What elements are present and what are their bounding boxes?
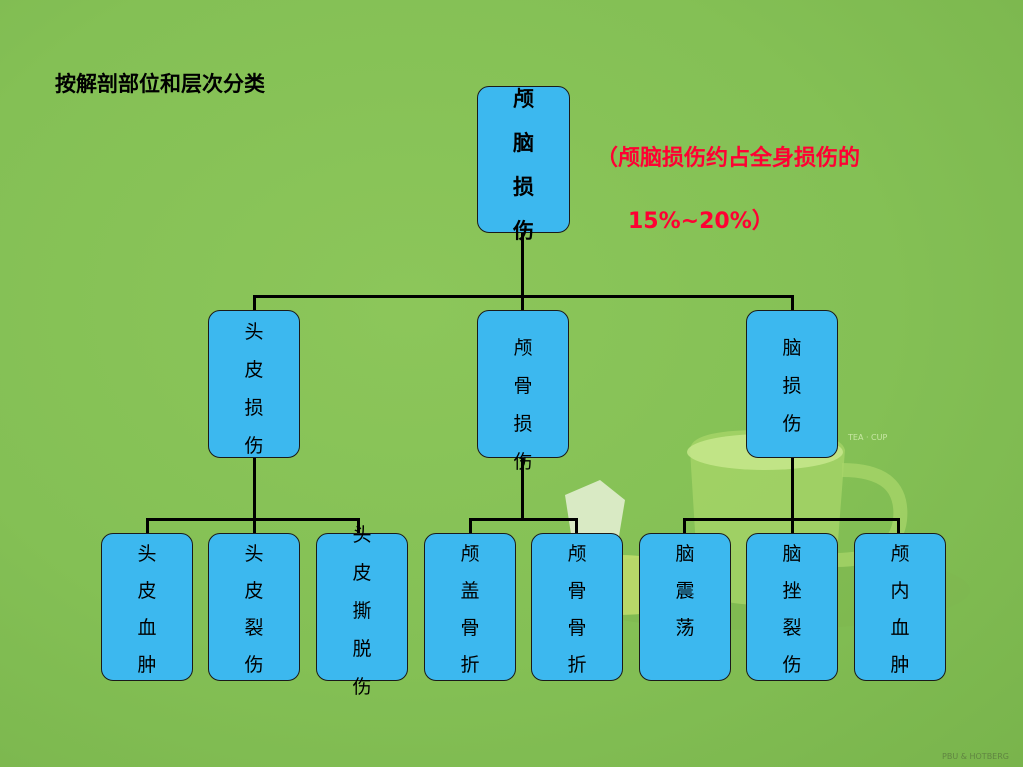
node-char: 颅: [513, 337, 533, 359]
node-char: 折: [567, 654, 587, 676]
node-char: 骨: [513, 375, 533, 397]
node-char: 颅: [513, 87, 534, 111]
node-char: 伤: [513, 219, 534, 243]
node-char: 头: [244, 543, 264, 565]
node-char: 伤: [244, 435, 264, 457]
connector-root-down: [521, 232, 524, 297]
node-concussion: 脑 震 荡: [639, 533, 731, 681]
node-brain-injury: 脑 损 伤: [746, 310, 838, 458]
node-char: 损: [244, 397, 264, 419]
node-char: 裂: [244, 617, 264, 639]
node-craniocerebral-injury: 颅 脑 损 伤: [477, 86, 570, 243]
node-char: 骨: [567, 617, 587, 639]
node-scalp-injury: 头 皮 损 伤: [208, 310, 300, 458]
proportion-note-line1: （颅脑损伤约占全身损伤的: [596, 146, 861, 171]
connector-to-skull: [521, 295, 524, 311]
node-char: 骨: [567, 580, 587, 602]
node-scalp-hematoma: 头 皮 血 肿: [101, 533, 193, 681]
node-char: 伤: [782, 654, 802, 676]
node-char: 颅: [460, 543, 480, 565]
node-char: 内: [890, 580, 910, 602]
node-calvarial-fracture: 颅 盖 骨 折: [424, 533, 516, 681]
watermark: PBU & HOTBERG: [942, 752, 1009, 761]
node-char: 震: [675, 580, 695, 602]
connector-leaf4: [469, 518, 472, 534]
proportion-note-line2: 15%~20%）: [628, 209, 774, 234]
node-char: 脱: [352, 638, 372, 660]
node-char: 脑: [675, 543, 695, 565]
node-char: 脑: [782, 337, 802, 359]
node-skull-fracture: 颅 骨 骨 折: [531, 533, 623, 681]
node-char: 颅: [890, 543, 910, 565]
node-char: 头: [352, 524, 372, 546]
node-char: 伤: [782, 413, 802, 435]
node-char: 肿: [890, 654, 910, 676]
node-char: 头: [137, 543, 157, 565]
node-contusion-laceration: 脑 挫 裂 伤: [746, 533, 838, 681]
connector-leaf2: [253, 518, 256, 534]
node-char: 皮: [137, 580, 157, 602]
node-char: 骨: [460, 617, 480, 639]
teacup-label: TEA · CUP: [847, 433, 887, 442]
connector-skull-bar: [469, 518, 578, 521]
connector-leaf5: [575, 518, 578, 534]
page-title: 按解剖部位和层次分类: [55, 72, 265, 96]
node-char: 皮: [352, 562, 372, 584]
connector-to-brain: [791, 295, 794, 311]
node-char: 伤: [244, 654, 264, 676]
node-char: 盖: [460, 580, 480, 602]
node-char: 颅: [567, 543, 587, 565]
connector-brain-down: [791, 456, 794, 520]
node-scalp-avulsion: 头 皮 撕 脱 伤: [316, 524, 408, 698]
node-char: 头: [244, 321, 264, 343]
node-char: 损: [513, 413, 533, 435]
connector-skull-down: [521, 456, 524, 520]
connector-leaf6: [683, 518, 686, 534]
node-scalp-laceration: 头 皮 裂 伤: [208, 533, 300, 681]
connector-leaf3: [357, 518, 360, 534]
node-char: 荡: [675, 617, 695, 639]
node-char: 血: [137, 617, 157, 639]
node-char: 脑: [782, 543, 802, 565]
connector-leaf7: [791, 518, 794, 534]
node-char: 皮: [244, 359, 264, 381]
node-char: 撕: [352, 600, 372, 622]
node-char: 脑: [513, 131, 534, 155]
node-char: 伤: [352, 676, 372, 698]
connector-to-scalp: [253, 295, 256, 311]
node-char: 折: [460, 654, 480, 676]
node-char: 血: [890, 617, 910, 639]
node-char: 挫: [782, 580, 802, 602]
connector-leaf8: [897, 518, 900, 534]
node-char: 损: [513, 175, 534, 199]
node-skull-injury: 颅 骨 损 伤: [477, 310, 569, 473]
node-char: 伤: [513, 451, 533, 473]
connector-scalp-down: [253, 456, 256, 520]
connector-leaf1: [146, 518, 149, 534]
node-intracranial-hematoma: 颅 内 血 肿: [854, 533, 946, 681]
node-char: 裂: [782, 617, 802, 639]
node-char: 皮: [244, 580, 264, 602]
node-char: 肿: [137, 654, 157, 676]
node-char: 损: [782, 375, 802, 397]
